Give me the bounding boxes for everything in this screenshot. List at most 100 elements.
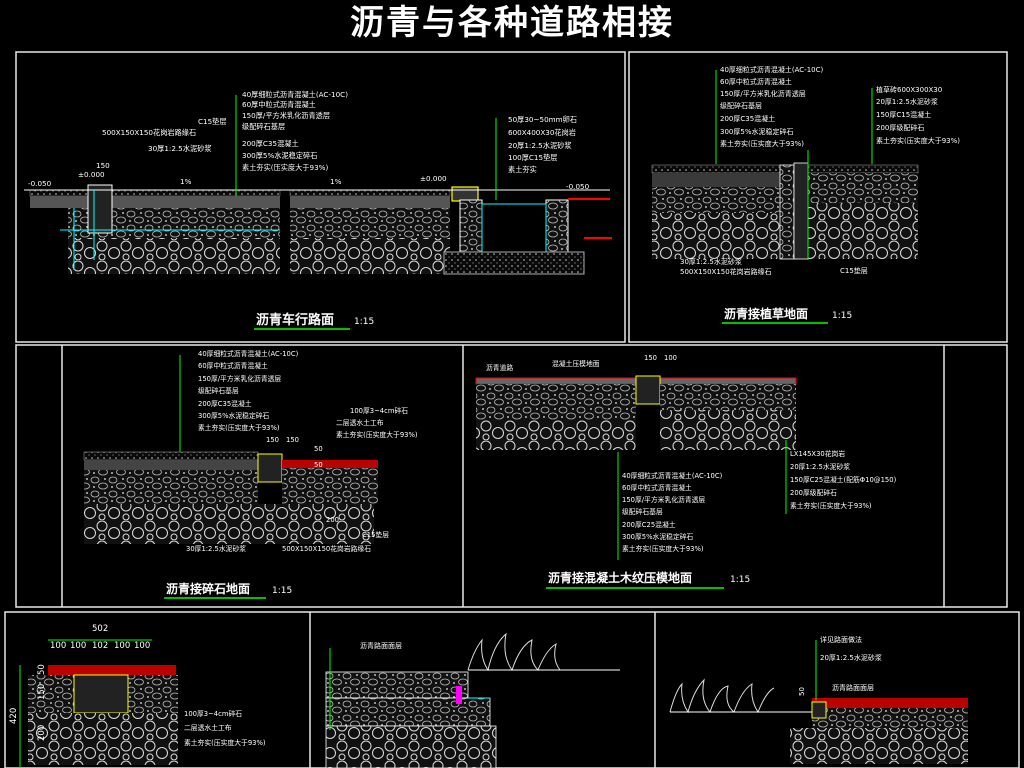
p3-dim-4: 200	[326, 516, 339, 524]
p5-dim-left-1: 50	[37, 664, 47, 675]
panel-5-section	[19, 639, 178, 768]
p4-dim-1: 100	[664, 354, 677, 362]
panel-4-section	[475, 375, 797, 560]
p3-pad: C15垫层	[362, 530, 389, 539]
p5-dim-left-0: 420	[9, 708, 19, 724]
p4-caption: 沥青接混凝土木纹压模地面	[548, 570, 692, 585]
p1-layer-left-6: 素土夯实(压实度大于93%)	[242, 163, 328, 172]
p4-right-2: 150厚C25混凝土(配筋Φ10@150)	[790, 475, 897, 484]
p2-layer-left-0: 40厚细粒式沥青混凝土(AC-10C)	[720, 65, 824, 74]
p1-layer-right-1: 600X400X30花岗岩	[508, 128, 576, 137]
p2-layer-right-4: 素土夯实(压实度大于93%)	[876, 136, 960, 145]
p3-layer-5: 300厚5%水泥稳定碎石	[198, 411, 270, 420]
p4-dim-0: 150	[644, 354, 657, 362]
p4-layer-0: 40厚细粒式沥青混凝土(AC-10C)	[622, 471, 723, 480]
p5-dim-top-0: 100	[50, 641, 66, 651]
p4-layer-2: 150厚/平方米乳化沥青透层	[622, 495, 705, 504]
p1-dim-2: 150	[96, 161, 110, 170]
p3-dim-0: 150	[266, 436, 279, 444]
p5-dim-left-2: 150	[37, 684, 47, 700]
p1-layer-right-2: 20厚1:2.5水泥砂浆	[508, 141, 572, 150]
panel-2-section	[651, 70, 919, 260]
p2-layer-right-2: 150厚C15混凝土	[876, 110, 931, 119]
p3-mortar: 30厚1:2.5水泥砂浆	[186, 544, 246, 553]
p2-layer-left-3: 级配碎石基层	[720, 101, 762, 110]
panel-6-section	[325, 632, 620, 768]
p5-layer-1: 二层透水土工布	[184, 723, 232, 732]
p4-scale: 1:15	[730, 575, 750, 585]
p3-caption: 沥青接碎石地面	[166, 581, 250, 596]
p2-curb: 500X150X150花岗岩路缘石	[680, 267, 772, 276]
p1-layer-left-5: 300厚5%水泥稳定碎石	[242, 151, 317, 160]
p1-mortar: 30厚1:2.5水泥砂浆	[148, 144, 212, 153]
page-title: 沥青与各种道路相接	[350, 3, 674, 43]
p3-layer-1: 60厚中粒式沥青混凝土	[198, 361, 268, 370]
p1-layer-right-0: 50厚30~50mm卵石	[508, 115, 577, 124]
p4-top-left: 沥青道路	[486, 363, 513, 372]
panel-1-section	[24, 95, 612, 275]
p2-mortar: 30厚1:2.5水泥砂浆	[680, 257, 742, 266]
p7-label-0: 详见路面做法	[820, 635, 862, 644]
p7-label-1: 20厚1:2.5水泥砂浆	[820, 653, 882, 662]
p3-right-2: 素土夯实(压实度大于93%)	[336, 430, 418, 439]
panel-7-section	[669, 640, 968, 764]
p1-dim-3: 1%	[180, 177, 192, 186]
p5-dim-top-3: 100	[114, 641, 130, 651]
p4-right-3: 200厚级配碎石	[790, 488, 837, 497]
p1-dim-0: -0.050	[28, 179, 52, 188]
p4-layer-6: 素土夯实(压实度大于93%)	[622, 544, 704, 553]
p5-layer-2: 素土夯实(压实度大于93%)	[184, 738, 266, 747]
p1-layer-right-4: 素土夯实	[508, 165, 537, 174]
p6-label: 沥青路面面层	[360, 641, 402, 650]
p2-pad: C15垫层	[840, 266, 868, 275]
p1-dim-1: ±0.000	[78, 170, 105, 179]
panel-3-section	[83, 355, 378, 544]
p3-dim-1: 150	[286, 436, 299, 444]
p1-layer-left-3: 级配碎石基层	[242, 122, 285, 131]
p4-right-0: LX145X30花岗岩	[790, 449, 845, 458]
p3-layer-2: 150厚/平方米乳化沥青透层	[198, 374, 281, 383]
p1-caption: 沥青车行路面	[256, 312, 334, 328]
p3-scale: 1:15	[272, 586, 292, 596]
p2-layer-right-1: 20厚1:2.5水泥砂浆	[876, 97, 938, 106]
p3-right-0: 100厚3~4cm碎石	[350, 406, 408, 415]
p2-layer-left-4: 200厚C35混凝土	[720, 114, 775, 123]
p1-dim-6: -0.050	[566, 182, 590, 191]
p3-layer-0: 40厚细粒式沥青混凝土(AC-10C)	[198, 349, 299, 358]
p3-layer-3: 级配碎石基层	[198, 386, 239, 395]
p4-layer-4: 200厚C25混凝土	[622, 520, 676, 529]
p5-dim-top-2: 102	[92, 641, 108, 651]
p5-layer-0: 100厚3~4cm碎石	[184, 709, 242, 718]
p3-right-1: 二层透水土工布	[336, 418, 384, 427]
p2-layer-left-2: 150厚/平方米乳化沥青透层	[720, 89, 806, 98]
p2-scale: 1:15	[832, 311, 852, 321]
p1-layer-left-4: 200厚C35混凝土	[242, 139, 299, 148]
p1-layer-left-1: 60厚中粒式沥青混凝土	[242, 100, 316, 109]
p2-layer-left-5: 300厚5%水泥稳定碎石	[720, 127, 793, 136]
p7-label-2: 沥青路面面层	[832, 683, 874, 692]
p4-right-1: 20厚1:2.5水泥砂浆	[790, 462, 850, 471]
panel-frames	[4, 51, 1020, 768]
p2-layer-left-6: 素土夯实(压实度大于93%)	[720, 139, 804, 148]
p1-layer-left-0: 40厚细粒式沥青混凝土(AC-10C)	[242, 90, 348, 99]
p4-layer-3: 级配碎石基层	[622, 507, 663, 516]
p5-dim-left-3: 200	[37, 725, 47, 741]
p5-dim-top-4: 100	[134, 641, 150, 651]
p1-scale: 1:15	[354, 317, 374, 327]
p2-layer-left-1: 60厚中粒式沥青混凝土	[720, 77, 792, 86]
p2-layer-right-0: 植草砖600X300X30	[876, 85, 942, 94]
p1-layer-right-3: 100厚C15垫层	[508, 153, 557, 162]
p4-right-4: 素土夯实(压实度大于93%)	[790, 501, 872, 510]
p1-dim-5: ±0.000	[420, 174, 447, 183]
p5-dim-top-1: 100	[70, 641, 86, 651]
p5-width: 502	[92, 624, 108, 634]
p3-layer-6: 素土夯实(压实度大于93%)	[198, 423, 280, 432]
p3-layer-4: 200厚C35混凝土	[198, 399, 252, 408]
p3-dim-2: 50	[314, 445, 323, 453]
p1-dim-4: 1%	[330, 177, 342, 186]
p2-layer-right-3: 200厚级配碎石	[876, 123, 924, 132]
p3-curb: 500X150X150花岗岩路缘石	[282, 544, 371, 553]
p4-layer-5: 300厚5%水泥稳定碎石	[622, 532, 694, 541]
p3-dim-3: 50	[314, 461, 323, 469]
